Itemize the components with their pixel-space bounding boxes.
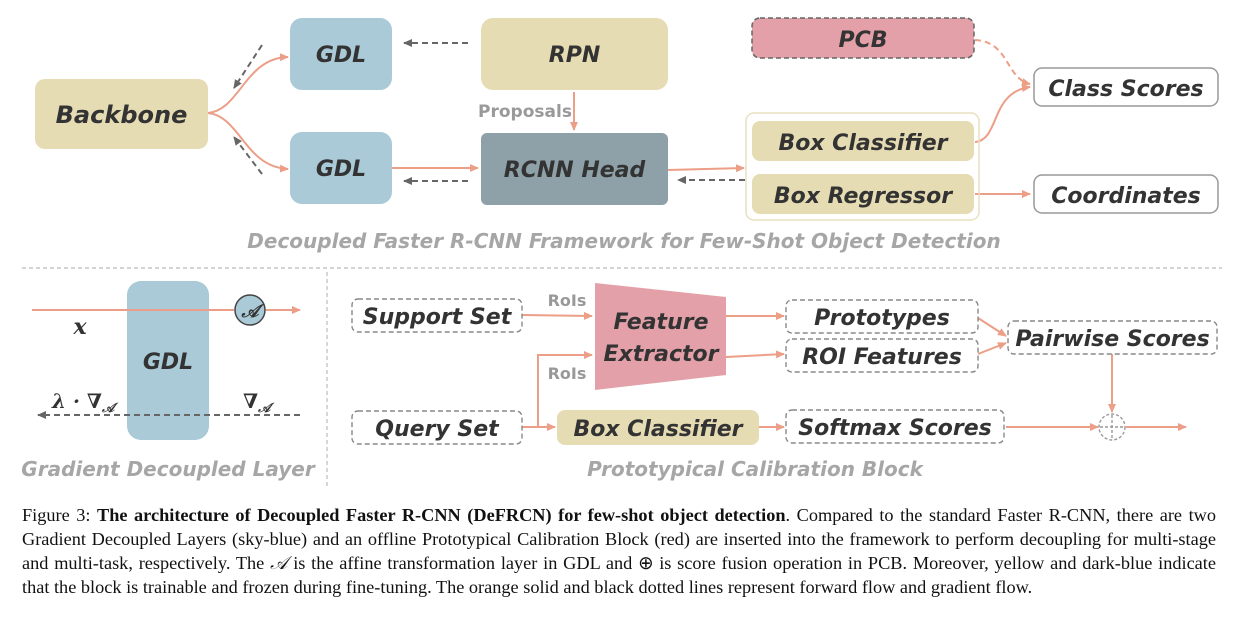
pcb-block — [751, 17, 975, 59]
proposals-label: Proposals — [478, 102, 572, 122]
framework-title: Decoupled Faster R-CNN Framework for Few… — [247, 229, 1000, 253]
roi-features-label: ROI Features — [802, 345, 962, 370]
pcb-label: PCB — [838, 28, 887, 53]
arrow-extractor-to-roi-features — [725, 350, 785, 359]
arrow-query-to-extractor — [522, 351, 593, 428]
pairwise-scores-block — [1007, 320, 1218, 355]
gdl-bottom-block — [290, 132, 392, 204]
rpn-label: RPN — [549, 43, 600, 68]
box-regressor-block — [752, 174, 974, 214]
caption-body-2: is the affine transformation layer in GD… — [287, 553, 639, 573]
rpn-block — [481, 18, 668, 90]
feature-extractor-label-1: Feature — [613, 310, 708, 335]
gdl-panel-title: Gradient Decoupled Layer — [21, 457, 316, 481]
architecture-diagram: Backbone GDL GDL RPN Proposals RCNN Head… — [21, 17, 1222, 488]
feature-extractor-label-2: Extractor — [604, 342, 720, 367]
support-set-block — [351, 298, 523, 333]
softmax-scores-label: Softmax Scores — [798, 416, 992, 441]
input-x-label: x — [72, 314, 87, 340]
coordinates-output — [1033, 174, 1219, 214]
class-scores-label: Class Scores — [1048, 77, 1203, 102]
pcb-panel-title: Prototypical Calibration Block — [587, 457, 925, 481]
gradient-left-main: λ · ∇ — [51, 389, 102, 413]
prototypes-block — [785, 299, 979, 334]
support-set-label: Support Set — [363, 305, 513, 330]
query-set-block — [351, 410, 523, 445]
arrow-roi-features-to-pairwise — [977, 342, 1007, 355]
gradient-left-sub: 𝒜 — [101, 401, 119, 416]
gradient-right-label: ∇𝒜 — [243, 389, 275, 416]
backbone-label: Backbone — [56, 101, 188, 129]
box-regressor-label: Box Regressor — [774, 184, 953, 209]
coordinates-label: Coordinates — [1051, 184, 1201, 209]
gradient-right-main: ∇ — [243, 389, 258, 413]
caption-oplus-symbol: ⊕ — [638, 553, 654, 573]
gdl-detail-label: GDL — [143, 350, 193, 375]
gradient-left-label: λ · ∇𝒜 — [51, 389, 119, 416]
affine-layer-node — [234, 294, 266, 326]
affine-symbol: 𝒜 — [240, 301, 264, 322]
pairwise-scores-label: Pairwise Scores — [1015, 327, 1209, 352]
arrow-prototypes-to-pairwise — [977, 317, 1007, 337]
prototypes-label: Prototypes — [814, 306, 950, 331]
roi-features-block — [785, 338, 979, 373]
figure-caption: Figure 3: The architecture of Decoupled … — [22, 503, 1216, 599]
box-classifier-block — [752, 121, 974, 161]
caption-bold-title: The architecture of Decoupled Faster R-C… — [97, 505, 786, 525]
class-scores-output — [1033, 67, 1219, 107]
rcnn-head-block — [481, 133, 668, 205]
box-classifier-label: Box Classifier — [778, 131, 948, 156]
rois-top-label: RoIs — [548, 291, 587, 310]
gradient-right-sub: 𝒜 — [257, 401, 275, 416]
feature-extractor-block — [595, 283, 726, 390]
caption-body-1: . Compared to the standard Faster R-CNN,… — [22, 505, 1216, 573]
caption-body-3: is score fusion operation in PCB. Moreov… — [22, 553, 1216, 597]
arrow-support-to-extractor — [521, 311, 593, 320]
gradient-gdl-top-to-backbone — [233, 44, 263, 89]
rcnn-head-label: RCNN Head — [504, 158, 646, 183]
pcb-box-classifier-label: Box Classifier — [573, 417, 743, 442]
query-set-label: Query Set — [375, 417, 500, 442]
gdl-bottom-label: GDL — [316, 157, 366, 182]
backbone-block — [35, 79, 208, 149]
rois-bottom-label: RoIs — [548, 364, 587, 383]
arrow-pcb-to-class-scores — [974, 39, 1031, 87]
arrow-rcnn-head-to-heads — [667, 164, 745, 173]
arrow-backbone-to-gdl-bottom — [207, 112, 289, 173]
caption-affine-symbol: 𝒜 — [270, 553, 288, 573]
gradient-gdl-bottom-to-backbone — [233, 136, 263, 175]
pcb-box-classifier-block — [557, 410, 759, 445]
gdl-detail-block — [127, 281, 209, 440]
heads-group — [745, 112, 980, 221]
arrow-box-classifier-to-class-scores — [974, 84, 1031, 143]
softmax-scores-block — [785, 409, 1005, 444]
gdl-top-block — [290, 18, 392, 90]
gdl-top-label: GDL — [316, 43, 366, 68]
arrow-backbone-to-gdl-top — [207, 53, 289, 114]
caption-prefix: Figure 3: — [22, 505, 98, 525]
